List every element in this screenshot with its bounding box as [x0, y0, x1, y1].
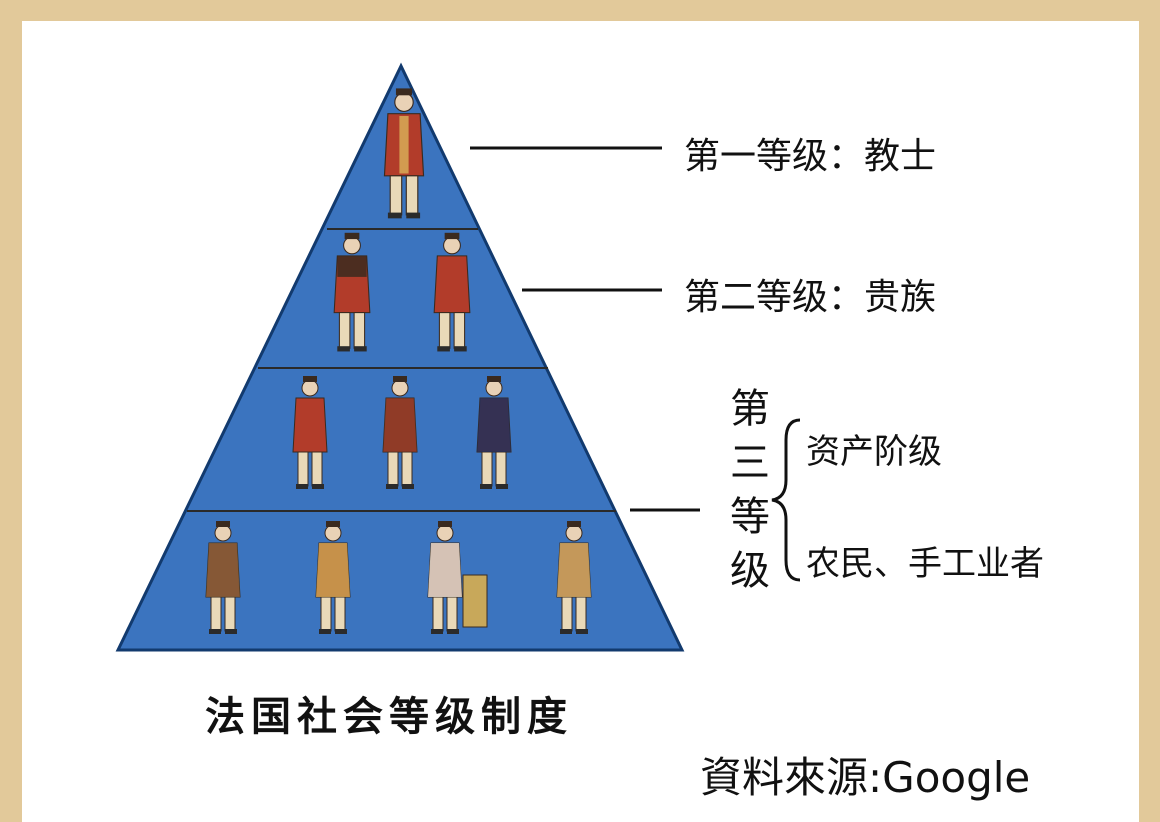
peasants-artisans-label: 农民、手工业者: [806, 544, 1044, 584]
third-estate-char: 等: [730, 494, 770, 540]
third-estate-vertical-label: 第 三 等 级: [724, 382, 776, 598]
figure-bourgeois-2: [382, 375, 418, 490]
figure-peasant-3: [427, 520, 488, 635]
figure-bourgeois-3: [476, 375, 512, 490]
tier2-label: 第二等级：贵族: [684, 277, 937, 318]
figure-peasant-2: [315, 520, 351, 635]
tier1-label: 第一等级：教士: [684, 136, 937, 177]
third-estate-char: 级: [730, 548, 770, 594]
diagram-caption: 法国社会等级制度: [205, 693, 573, 740]
figure-noble-1: [333, 232, 371, 352]
figure-clergy: [383, 87, 425, 219]
third-estate-char: 三: [730, 440, 770, 486]
diagram-card: [22, 21, 1139, 822]
bourgeoisie-label: 资产阶级: [806, 432, 942, 472]
third-estate-brace: [771, 418, 801, 582]
pyramid: [115, 62, 685, 652]
figure-peasant-1: [205, 520, 241, 635]
source-credit: 資料來源:Google: [700, 753, 1031, 802]
third-estate-char: 第: [730, 386, 770, 432]
figure-artisan-4: [556, 520, 592, 635]
